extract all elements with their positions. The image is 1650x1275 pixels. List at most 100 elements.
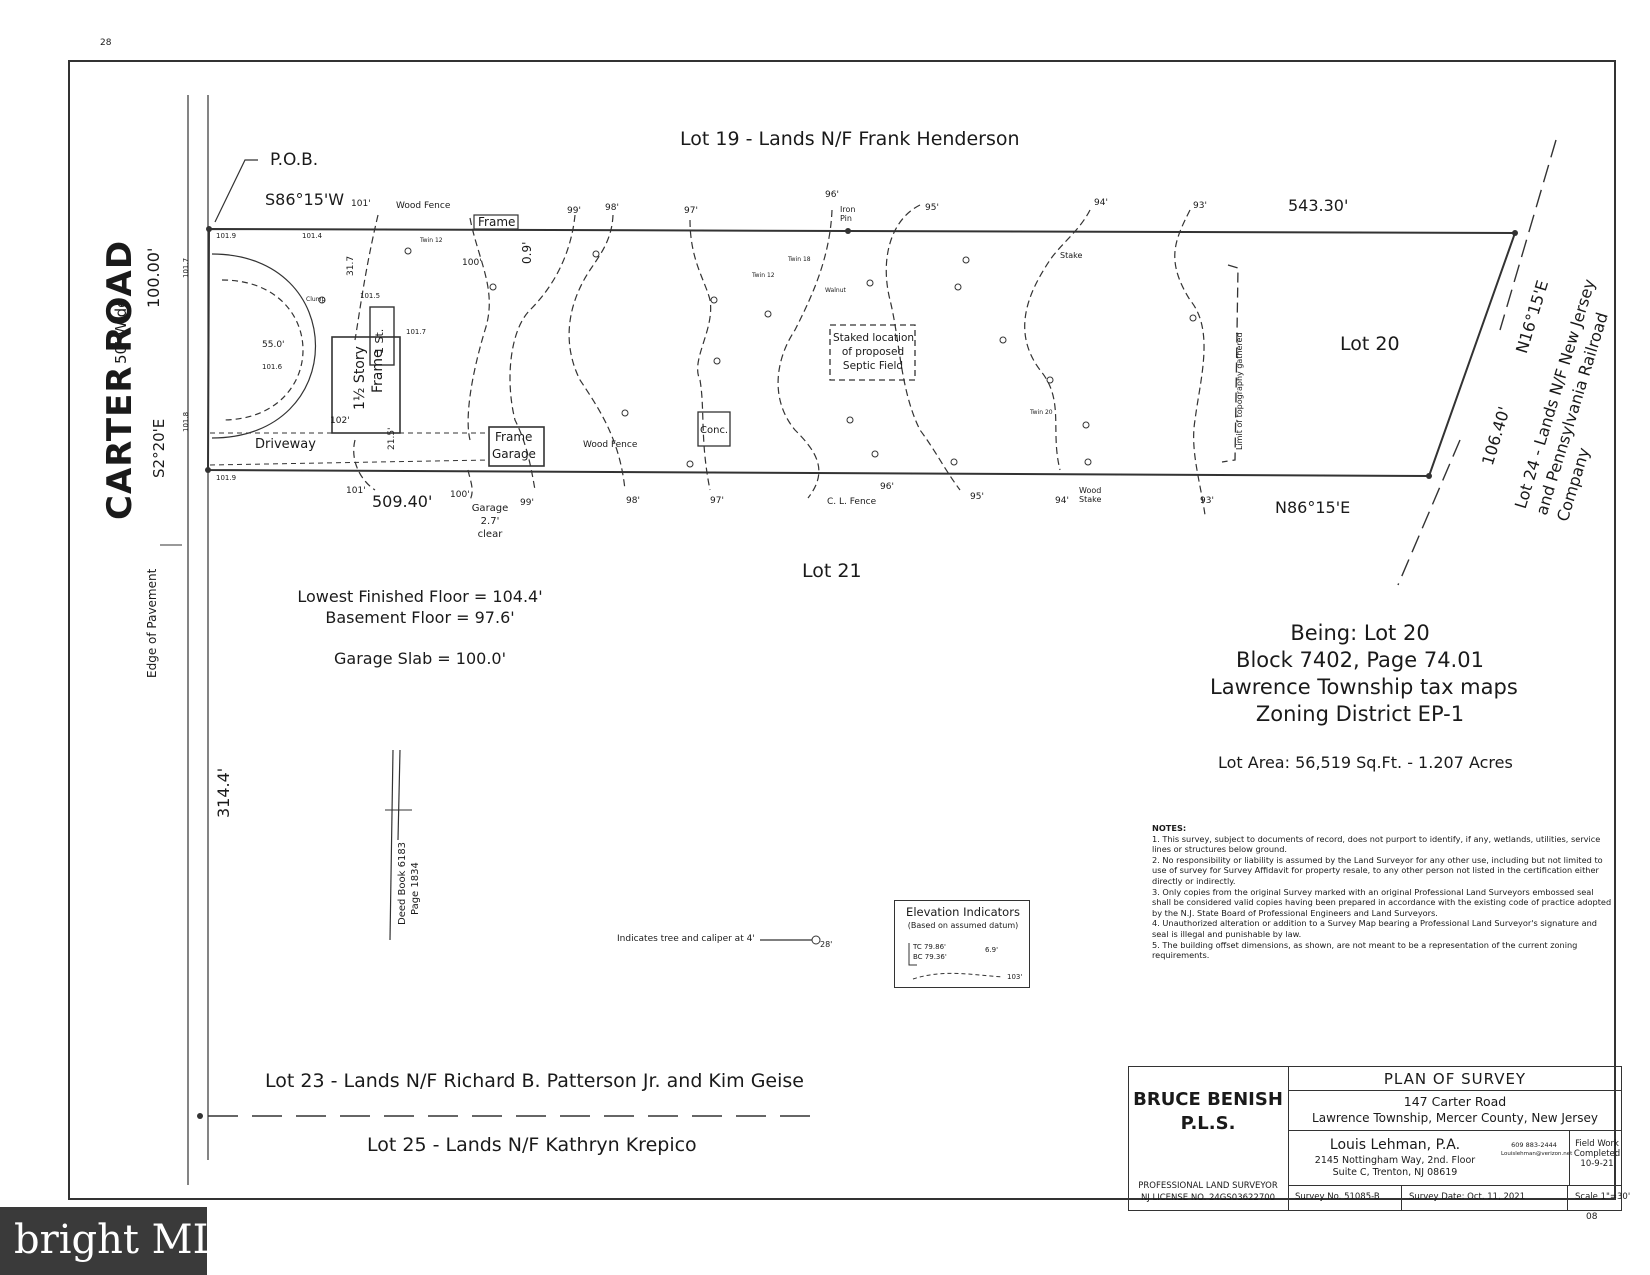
- contour-label: 94': [1094, 198, 1108, 208]
- garage-outline: [488, 426, 545, 467]
- surveyor-pls: P.L.S.: [1180, 1113, 1236, 1134]
- deed-book: Deed Book 6183: [397, 841, 408, 925]
- limit-topo: Limit of topography gathered: [1235, 332, 1244, 450]
- lot25-label: Lot 25 - Lands N/F Kathryn Krepico: [367, 1134, 697, 1156]
- spot-elevation: 101.6: [262, 363, 283, 371]
- stake-label: Stake: [1060, 251, 1083, 260]
- contour-label: 95': [925, 203, 939, 213]
- tree-label: Walnut: [825, 287, 846, 294]
- sheet-corner-left: 28: [100, 38, 112, 48]
- lot20-label: Lot 20: [1340, 333, 1400, 355]
- wood-fence-mid: Wood Fence: [583, 440, 638, 450]
- sheet-border: [68, 60, 1616, 1200]
- survey-info-row: Survey No. 51085-B Survey Date: Oct. 11,…: [1289, 1186, 1630, 1210]
- dim-label: 102': [330, 416, 350, 426]
- tree-label: Twin 12: [420, 237, 443, 244]
- dist-west: 100.00': [144, 247, 163, 308]
- tree-indicator: Indicates tree and caliper at 4': [617, 934, 755, 944]
- tree-label: Twin 20: [1030, 409, 1053, 416]
- contour-label: 96': [825, 190, 839, 200]
- contour-label: 100': [450, 490, 470, 500]
- house-frame: Frame: [370, 349, 386, 393]
- spot-elevation: 101.7: [182, 257, 190, 278]
- contour-label: 99': [520, 498, 534, 508]
- dim-label: 0.9': [520, 241, 534, 264]
- tree-indicator-value: 28': [820, 940, 833, 949]
- spot-elevation: 101.4: [302, 232, 323, 240]
- tree-label: Twin 12: [752, 272, 775, 279]
- contour-label: 93': [1200, 496, 1214, 506]
- bright-mls-watermark: bright MLS: [0, 1207, 247, 1275]
- lot19-label: Lot 19 - Lands N/F Frank Henderson: [680, 128, 1020, 150]
- contour-label: 94': [1055, 496, 1069, 506]
- garage-frame: Frame: [495, 430, 533, 444]
- contour-label: 98': [626, 496, 640, 506]
- title-block: BRUCE BENISH P.L.S. PROFESSIONAL LAND SU…: [1128, 1066, 1630, 1211]
- contour-label: 97': [710, 496, 724, 506]
- surveyor-license: NJ LICENSE NO. 24GS03622700: [1140, 1193, 1276, 1203]
- frame-shed-label: Frame: [478, 215, 516, 229]
- address-row: 147 Carter Road Lawrence Township, Merce…: [1289, 1091, 1621, 1131]
- lot21-label: Lot 21: [802, 560, 862, 582]
- road-width: 50' Wide: [112, 298, 130, 364]
- dist-road: 314.4': [214, 767, 233, 818]
- floor-elevations: Lowest Finished Floor = 104.4' Basement …: [290, 586, 550, 669]
- septic-label: Staked location of proposed Septic Field: [833, 332, 915, 372]
- being-block: Being: Lot 20 Block 7402, Page 74.01 Law…: [1210, 621, 1518, 726]
- lot-area: Lot Area: 56,519 Sq.Ft. - 1.207 Acres: [1218, 753, 1513, 772]
- bearing-west: S2°20'E: [150, 418, 168, 478]
- dist-north: 543.30': [1288, 196, 1349, 215]
- contour-label: 97': [684, 206, 698, 216]
- elevation-legend-lines: [908, 943, 1004, 980]
- spot-elevation: 101.5: [360, 292, 381, 300]
- dist-south: 509.40': [372, 492, 433, 511]
- tree-label: Clump: [306, 296, 326, 303]
- contour-label: 99': [567, 206, 581, 216]
- bearing-north: S86°15'W: [265, 190, 345, 209]
- plan-title-row: PLAN OF SURVEY: [1289, 1067, 1621, 1091]
- survey-points: [197, 226, 1518, 1119]
- lot23-label: Lot 23 - Lands N/F Richard B. Patterson …: [265, 1070, 804, 1092]
- dim-label: 31.7: [346, 255, 356, 276]
- spot-elevation: 101.7: [406, 328, 427, 336]
- contour-label: 101': [346, 486, 366, 496]
- garage-label: Garage: [492, 447, 536, 461]
- wood-fence-top: Wood Fence: [396, 201, 451, 211]
- contour-label: 100': [462, 258, 482, 268]
- iron-pin-label: Iron Pin: [840, 205, 856, 223]
- surveyor-panel: BRUCE BENISH P.L.S. PROFESSIONAL LAND SU…: [1129, 1067, 1289, 1210]
- edge-of-pavement: Edge of Pavement: [145, 568, 159, 678]
- contour-label: 98': [605, 203, 619, 213]
- garage-clear: Garage 2.7' clear: [471, 503, 509, 540]
- cl-fence: C. L. Fence: [827, 497, 877, 507]
- contour-lines: [353, 204, 1206, 516]
- contour-label: 95': [970, 492, 984, 502]
- tree-symbols: [318, 247, 1197, 945]
- contour-label: 96': [880, 482, 894, 492]
- elevation-legend: Elevation Indicators (Based on assumed d…: [894, 900, 1030, 988]
- basement-floor: Basement Floor = 97.6': [325, 608, 515, 627]
- house-1st: 1 St.: [373, 328, 386, 354]
- road-name: CARTER ROAD: [100, 239, 140, 520]
- spot-elevation: 101.8: [182, 411, 190, 432]
- contour-label: 101': [351, 199, 371, 209]
- contour-label: 93': [1193, 201, 1207, 211]
- spot-elevation: 101.9: [216, 474, 237, 482]
- tree-label: Twin 18: [788, 256, 811, 263]
- notes-block: NOTES: 1. This survey, subject to docume…: [1152, 823, 1612, 961]
- house-story: 1½ Story: [352, 346, 368, 410]
- surveyor-name: BRUCE BENISH: [1133, 1089, 1283, 1110]
- dim-label: 21.5': [387, 427, 397, 450]
- fieldwork-cell: Field Work Completed 10-9-21: [1569, 1131, 1624, 1186]
- bearing-south: N86°15'E: [1275, 498, 1351, 517]
- deed-page: Page 1834: [410, 862, 421, 915]
- surveyor-prof: PROFESSIONAL LAND SURVEYOR: [1138, 1181, 1278, 1191]
- pob-label: P.O.B.: [270, 150, 319, 170]
- lowest-floor: Lowest Finished Floor = 104.4': [297, 587, 543, 606]
- spot-elevation: 101.9: [216, 232, 237, 240]
- conc-label: Conc.: [700, 425, 729, 436]
- sheet-corner-right: 08: [1586, 1212, 1598, 1222]
- wood-stake-label: Wood Stake: [1079, 486, 1102, 504]
- dim-label: 55.0': [262, 340, 285, 350]
